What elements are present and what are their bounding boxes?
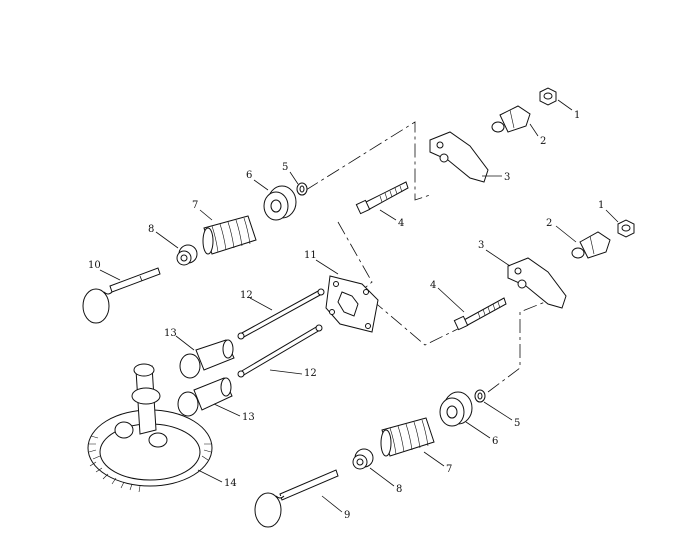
tappet-part-13a (179, 339, 235, 379)
valve-part-9 (254, 469, 339, 528)
callout-5-lower: 5 (514, 418, 520, 429)
callout-4-upper: 4 (398, 218, 404, 229)
callout-12-lower: 12 (304, 368, 317, 379)
rocker-arm-part-3a (429, 131, 489, 183)
callout-1-lower: 1 (598, 200, 604, 211)
push-rod-part-12a (237, 288, 325, 340)
assembly-line-upper (305, 121, 431, 201)
valve-spring-part-7a (202, 215, 257, 255)
callout-13-lower: 13 (242, 412, 255, 423)
callout-7-upper: 7 (192, 200, 198, 211)
callout-5-upper: 5 (282, 162, 288, 173)
valve-seal-part-8b (352, 448, 374, 470)
callout-2-lower: 2 (546, 218, 552, 229)
plate-part-11 (325, 275, 379, 333)
spring-seat-part-6b (439, 391, 473, 427)
callout-labels: 1 2 3 4 5 6 7 8 10 11 12 13 12 13 14 1 2… (88, 110, 604, 521)
tappet-part-13b (177, 377, 233, 417)
callout-2-upper: 2 (540, 136, 546, 147)
callout-11: 11 (304, 250, 317, 261)
callout-9: 9 (344, 510, 350, 521)
callout-3-upper: 3 (504, 172, 510, 183)
retainer-part-5a (296, 182, 308, 196)
stud-part-4b (453, 297, 507, 331)
valve-spring-part-7b (380, 417, 435, 457)
callout-8-lower: 8 (396, 484, 402, 495)
callout-8-upper: 8 (148, 224, 154, 235)
leader-lines (99, 99, 619, 513)
callout-14: 14 (224, 478, 237, 489)
callout-13-upper: 13 (164, 328, 177, 339)
push-rod-part-12b (237, 324, 323, 378)
rocker-arm-part-3b (507, 257, 567, 309)
retainer-part-5b (474, 389, 486, 403)
callout-6-lower: 6 (492, 436, 498, 447)
callout-1-upper: 1 (574, 110, 580, 121)
spring-seat-part-6a (263, 185, 297, 221)
callout-4-lower: 4 (430, 280, 436, 291)
nut-part-1a (539, 87, 557, 106)
callout-3-lower: 3 (478, 240, 484, 251)
valve-part-10 (82, 267, 161, 324)
callout-7-lower: 7 (446, 464, 452, 475)
stud-part-4a (355, 181, 409, 215)
callout-12-upper: 12 (240, 290, 253, 301)
sleeve-part-2b (571, 231, 611, 259)
callout-6-upper: 6 (246, 170, 252, 181)
camshaft-gear-part-14 (87, 363, 213, 493)
nut-part-1b (617, 219, 635, 238)
sleeve-part-2a (491, 105, 531, 133)
callout-10: 10 (88, 260, 101, 271)
valve-seal-part-8a (176, 244, 198, 266)
assembly-line-lower (487, 299, 551, 393)
